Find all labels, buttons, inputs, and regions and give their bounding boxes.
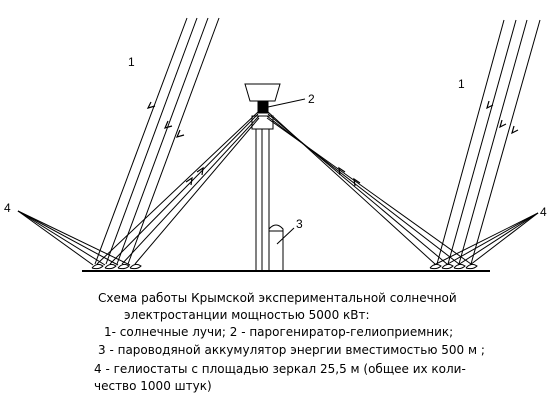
label-heliostats-right: 4 [540,205,547,219]
label-receiver: 2 [308,92,315,106]
heliostats-right [429,263,478,270]
caption-subtitle: электростанции мощностью 5000 кВт: [124,308,370,322]
caption-item-3: 3 - пароводяной аккумулятор энергии вмес… [98,343,485,357]
ray-arrow [146,101,156,109]
ray-arrow [163,120,173,129]
leader-lines [17,98,539,266]
solar-plant-diagram: 1 1 2 3 4 4 [4,17,547,272]
caption-item-4-cont: чество 1000 штук) [94,379,212,393]
caption-title: Схема работы Крымской экспериментальной … [98,291,457,305]
label-rays-left: 1 [128,55,135,69]
caption-item-1-2: 1- солнечные лучи; 2 - парогениратор-гел… [104,325,454,339]
ray-arrow [175,129,185,138]
sun-rays-left [94,17,220,265]
reflected-rays-right [266,111,472,265]
accumulator-tank [268,224,284,271]
heliostats-left [91,263,142,270]
tower [244,83,281,272]
receiver-core [257,101,269,114]
label-rays-right: 1 [458,77,465,91]
label-heliostats-left: 4 [4,201,11,215]
sun-rays-right [436,19,541,265]
receiver-housing [244,83,281,102]
reflected-rays-left [96,111,260,265]
caption-item-4: 4 - гелиостаты с площадью зеркал 25,5 м … [94,362,466,376]
label-accumulator: 3 [296,217,303,231]
